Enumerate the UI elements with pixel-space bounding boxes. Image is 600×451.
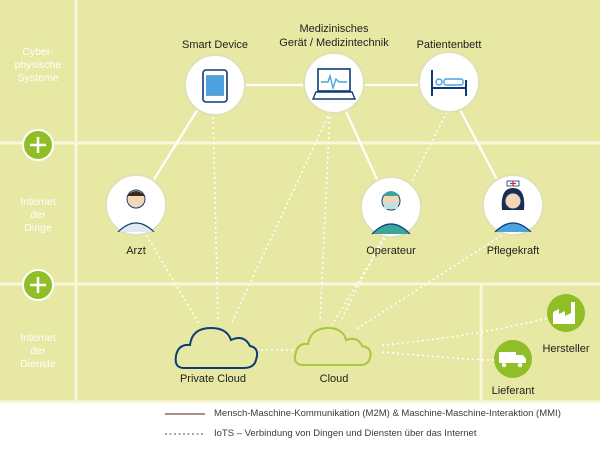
nurse-icon <box>482 174 544 236</box>
nurse-label: Pflegekraft <box>486 245 540 257</box>
doctor-label: Arzt <box>126 245 146 257</box>
surgeon-icon <box>360 176 422 238</box>
side-label-internet-of-services: Internet der Dienste <box>20 332 56 370</box>
side-label-internet-of-things: Internet der Dinge <box>20 196 56 234</box>
side-label-cyber-physical: Cyber- physische Systeme <box>14 46 62 84</box>
factory-icon <box>547 294 585 332</box>
grid-lines <box>0 0 600 404</box>
monitor-icon <box>303 52 365 114</box>
private-cloud-icon <box>174 326 259 369</box>
smart-device-label: Smart Device <box>181 39 249 51</box>
manufacturer-label: Hersteller <box>542 343 590 355</box>
patient-bed-label: Patientenbett <box>416 39 482 51</box>
plus-icon <box>22 129 54 161</box>
medical-device-label: Medizinisches Gerät / Medizintechnik <box>279 23 389 49</box>
cloud-icon <box>293 326 372 366</box>
legend-solid-text: Mensch-Maschine-Kommunikation (M2M) & Ma… <box>214 408 561 419</box>
plus-icon <box>22 269 54 301</box>
doctor-icon <box>105 174 167 236</box>
truck-icon <box>494 340 532 378</box>
legend-dotted-text: IoTS – Verbindung von Dingen und Dienste… <box>214 428 477 439</box>
bed-icon <box>418 51 480 113</box>
surgeon-label: Operateur <box>366 245 416 257</box>
tablet-icon <box>184 54 246 116</box>
iots-connections <box>135 111 549 361</box>
cloud-label: Cloud <box>319 373 349 385</box>
supplier-label: Lieferant <box>491 385 535 397</box>
private-cloud-label: Private Cloud <box>179 373 247 385</box>
